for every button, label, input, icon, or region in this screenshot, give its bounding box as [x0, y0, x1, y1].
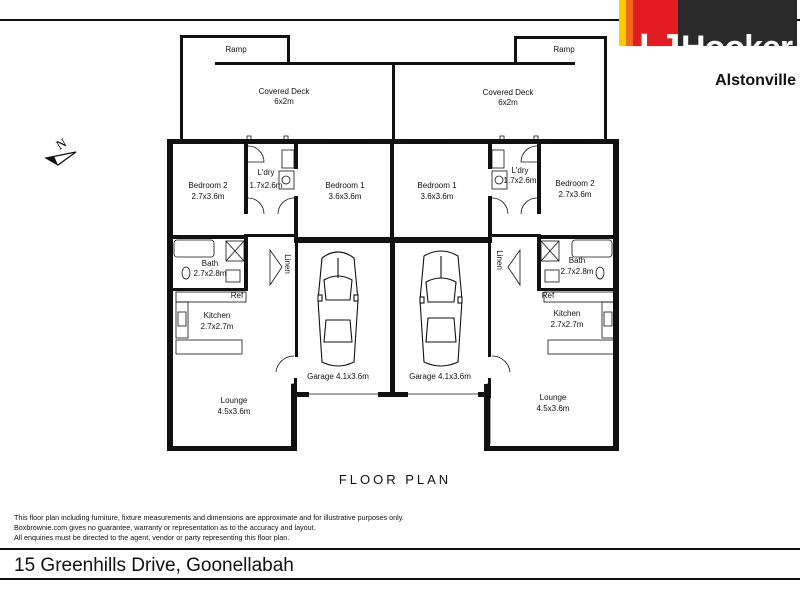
bath-right-label: Bath [569, 256, 585, 265]
kitchen-right-dim: 2.7x2.7m [551, 320, 584, 329]
brand-stripe-yellow [619, 0, 626, 46]
north-arrow-icon: N [44, 135, 80, 168]
disclaimer-line: Boxbrownie.com gives no guarantee, warra… [14, 523, 316, 532]
car-icon-right [419, 250, 463, 367]
bed1-right-dim: 3.6x3.6m [421, 192, 454, 201]
disclaimer-line: All enquiries must be directed to the ag… [14, 533, 290, 542]
walls [167, 35, 619, 451]
bath-right-dim: 2.7x2.8m [561, 267, 594, 276]
deck-right-label: Covered Deck [483, 88, 535, 97]
ldry-left-dim: 1.7x2.6m [250, 181, 283, 190]
bed2-left-label: Bedroom 2 [188, 181, 228, 190]
ldry-right-dim: 1.7x2.6m [504, 176, 537, 185]
plan-title: FLOOR PLAN [338, 472, 452, 487]
kitchen-left-label: Kitchen [204, 311, 231, 320]
ref-right-label: Ref [542, 291, 555, 300]
deck-left-label: Covered Deck [259, 87, 311, 96]
bed2-right-label: Bedroom 2 [555, 179, 595, 188]
room-labels: Ramp Ramp Covered Deck 6x2m Covered Deck… [188, 45, 595, 416]
lounge-left-label: Lounge [221, 396, 248, 405]
bath-left-dim: 2.7x2.8m [194, 269, 227, 278]
deck-left-dim: 6x2m [274, 97, 294, 106]
garage-left-label: Garage 4.1x3.6m [307, 372, 369, 381]
bed1-right-label: Bedroom 1 [417, 181, 457, 190]
brand-mark-bg [633, 0, 678, 46]
brand-mark: LJ [639, 27, 680, 69]
bed1-left-label: Bedroom 1 [325, 181, 365, 190]
lounge-left-dim: 4.5x3.6m [218, 407, 251, 416]
ramp-right-label: Ramp [553, 45, 575, 54]
deck-right-dim: 6x2m [498, 98, 518, 107]
bed1-left-dim: 3.6x3.6m [329, 192, 362, 201]
property-address: 15 Greenhills Drive, Goonellabah [14, 555, 294, 576]
bath-left-label: Bath [202, 259, 218, 268]
disclaimer: This floor plan including furniture, fix… [14, 513, 574, 543]
address-top-rule [0, 548, 800, 550]
ldry-right-label: L'dry [511, 166, 528, 175]
garage-right-label: Garage 4.1x3.6m [409, 372, 471, 381]
bottom-rule [0, 578, 800, 580]
brand-office: Alstonville [715, 72, 796, 89]
fixtures [173, 135, 615, 449]
linen-left-label: Linen [283, 254, 292, 274]
brand-name-bg [678, 0, 797, 46]
linen-right-label: Linen [495, 250, 504, 270]
kitchen-right-label: Kitchen [554, 309, 581, 318]
bed2-right-dim: 2.7x3.6m [559, 190, 592, 199]
kitchen-left-dim: 2.7x2.7m [201, 322, 234, 331]
brand-name: Hooker [681, 29, 793, 67]
brand-stripe-orange [626, 0, 633, 46]
lounge-right-label: Lounge [540, 393, 567, 402]
ldry-left-label: L'dry [257, 168, 274, 177]
disclaimer-line: This floor plan including furniture, fix… [14, 513, 404, 522]
car-icon-left [317, 251, 359, 367]
lounge-right-dim: 4.5x3.6m [537, 404, 570, 413]
top-rule [0, 19, 800, 21]
bed2-left-dim: 2.7x3.6m [192, 192, 225, 201]
ref-left-label: Ref [231, 291, 244, 300]
ramp-left-label: Ramp [225, 45, 247, 54]
